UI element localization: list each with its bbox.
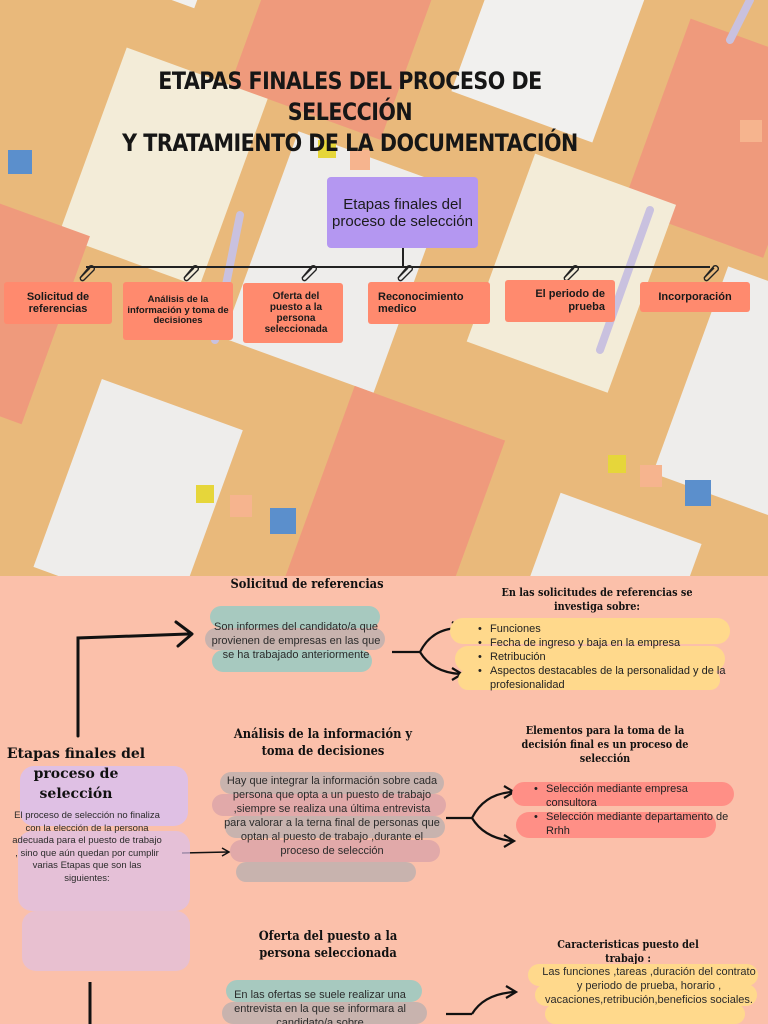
stage-periodo-prueba: El periodo de prueba (505, 280, 615, 322)
paperclip-icon (183, 265, 199, 282)
stage-label: Incorporación (658, 291, 732, 303)
header-background: ETAPAS FINALES DEL PROCESO DE SELECCIÓN … (0, 0, 768, 576)
paperclip-icon (563, 265, 579, 282)
paperclip-icon (397, 265, 413, 282)
stage-label: Análisis de la información y toma de dec… (127, 294, 229, 327)
section-analisis-detail-title: Elementos para la toma de la decisión fi… (521, 724, 689, 765)
title-line-1: ETAPAS FINALES DEL PROCESO DE SELECCIÓN (158, 67, 542, 126)
section-oferta-detail-text: Las funciones ,tareas ,duración del cont… (542, 966, 756, 1006)
highlight-smear (220, 772, 444, 794)
detail-panel: Etapas finales del proceso de selección … (0, 576, 768, 1024)
stage-incorporacion: Incorporación (640, 282, 750, 312)
root-node: Etapas finales del proceso de selección (327, 177, 478, 248)
section-analisis-heading: Análisis de la información y toma de dec… (233, 727, 413, 759)
stage-reconocimiento-medico: Reconocimiento medico (368, 282, 490, 324)
connector-vertical (402, 248, 404, 267)
title-line-2: Y TRATAMIENTO DE LA DOCUMENTACIÓN (122, 129, 578, 157)
stage-label: Reconocimiento medico (378, 291, 464, 315)
highlight-smear (212, 794, 446, 816)
highlight-smear (205, 628, 385, 650)
list-item: Fecha de ingreso y baja en la empresa (478, 636, 750, 650)
highlight-smear (535, 984, 757, 1006)
stage-label: El periodo de prueba (535, 288, 605, 313)
highlight-smear (222, 1002, 427, 1024)
connector-horizontal (86, 266, 710, 268)
highlight-smear (230, 840, 440, 862)
page-title: ETAPAS FINALES DEL PROCESO DE SELECCIÓN … (101, 66, 600, 159)
list-item: Selección mediante departamento de Rrhh (534, 810, 736, 838)
highlight-smear (236, 862, 416, 882)
highlight-smear (22, 911, 190, 971)
stage-label: Oferta del puesto a la persona seleccion… (264, 291, 328, 335)
paperclip-icon (703, 265, 719, 282)
section-analisis-list: Selección mediante empresa consultora Se… (532, 782, 736, 838)
left-panel-title: Etapas finales del proceso de selección (6, 746, 146, 802)
section-analisis-text: Hay que integrar la información sobre ca… (224, 775, 440, 857)
stage-solicitud-referencias: Solicitud de referencias (4, 282, 112, 324)
list-item: Funciones (478, 622, 750, 636)
section-referencias-heading: Solicitud de referencias (230, 577, 384, 592)
highlight-smear (212, 650, 372, 672)
left-panel-text: El proceso de selección no finaliza con … (12, 810, 162, 884)
section-oferta-detail-title: Caracteristicas puesto del trabajo : (557, 938, 699, 965)
highlight-smear (20, 766, 188, 826)
stage-oferta-puesto: Oferta del puesto a la persona seleccion… (243, 283, 343, 343)
section-referencias-text: Son informes del candidato/a que provien… (211, 621, 381, 661)
root-node-label: Etapas finales del proceso de selección (332, 195, 473, 230)
paperclip-icon (79, 265, 95, 282)
highlight-smear (210, 606, 380, 628)
section-referencias-list: Funciones Fecha de ingreso y baja en la … (476, 622, 750, 692)
section-oferta-heading: Oferta del puesto a la persona seleccion… (258, 929, 398, 961)
highlight-smear (225, 816, 445, 838)
highlight-smear (545, 1004, 745, 1024)
paperclip-icon (301, 265, 317, 282)
stage-label: Solicitud de referencias (26, 291, 90, 315)
highlight-smear (528, 964, 758, 986)
stage-analisis-informacion: Análisis de la información y toma de dec… (123, 282, 233, 340)
section-oferta-text: En las ofertas se suele realizar una ent… (234, 989, 406, 1024)
highlight-smear (18, 831, 190, 911)
list-item: Selección mediante empresa consultora (534, 782, 736, 810)
list-item: Aspectos destacables de la personalidad … (478, 664, 750, 692)
list-item: Retribución (478, 650, 750, 664)
highlight-smear (226, 980, 422, 1002)
section-referencias-detail-title: En las solicitudes de referencias se inv… (501, 586, 693, 613)
